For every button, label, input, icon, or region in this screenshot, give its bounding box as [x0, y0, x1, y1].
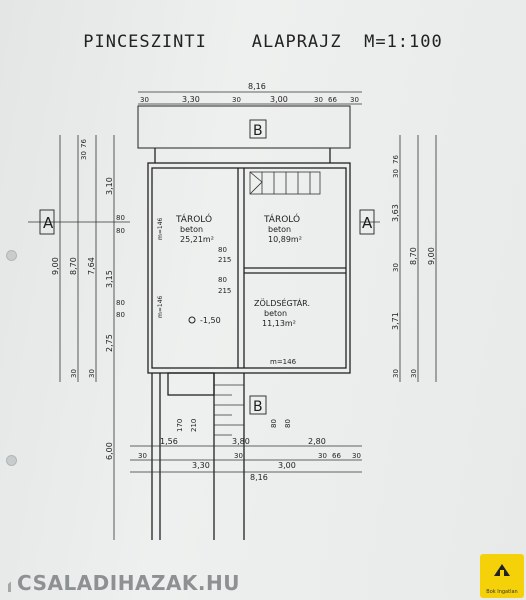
bottom-dim: 30: [352, 452, 361, 460]
opening-dim: 80: [284, 419, 292, 428]
bottom-total: 8,16: [250, 473, 268, 482]
right-dim: 30: [410, 369, 418, 378]
room-2-material: beton: [268, 225, 291, 234]
top-dim: 30: [314, 96, 323, 104]
drawing-title: PINCESZINTI ALAPRAJZ M=1:100: [83, 32, 443, 52]
top-dim: 66: [328, 96, 337, 104]
right-dim: 76: [392, 155, 400, 164]
section-b-bottom-box: [249, 395, 267, 415]
opening-dim: 210: [190, 419, 198, 432]
left-dim: 30: [88, 369, 96, 378]
bottom-dim: 30: [138, 452, 147, 460]
window-mark: m=146: [270, 358, 297, 366]
opening-dim: 215: [218, 256, 231, 264]
left-dim: 7,64: [87, 257, 96, 275]
top-dim: 3,00: [270, 95, 288, 104]
room-2-area: 10,89m²: [268, 235, 302, 244]
top-dim: 30: [232, 96, 241, 104]
left-dim: 76: [80, 139, 88, 148]
bottom-dim: 1,56: [160, 437, 178, 446]
watermark-brand: CSALADIHAZAK.HU: [17, 571, 240, 595]
room-1-name: TÁROLÓ: [175, 213, 212, 225]
section-a-right: A: [362, 214, 373, 232]
window-mark: m=146: [157, 217, 164, 240]
level-mark-icon: [188, 316, 196, 324]
opening-dim: 80: [116, 214, 125, 222]
section-b-bottom: B: [253, 399, 263, 415]
bottom-dim: 30: [318, 452, 327, 460]
top-dim: 30: [140, 96, 149, 104]
bottom-dim: 3,30: [192, 461, 210, 470]
section-b-top-box: [249, 119, 267, 139]
ladder-ticks: [214, 384, 244, 436]
left-dim: 2,75: [105, 334, 114, 352]
opening-dim: 170: [176, 419, 184, 432]
room-1-area: 25,21m²: [180, 235, 214, 244]
window-mark: m=146: [157, 295, 164, 318]
left-dim: 30: [70, 369, 78, 378]
section-a-right-box: [359, 209, 375, 235]
left-dim: 3,10: [105, 177, 114, 195]
walls: [137, 105, 351, 540]
section-a-left: A: [43, 214, 54, 232]
bottom-dim: 2,80: [308, 437, 326, 446]
right-dim: 30: [392, 263, 400, 272]
stair-symbol: [249, 171, 321, 195]
dimension-lines: [28, 91, 437, 540]
top-dim: 30: [350, 96, 359, 104]
room-2-name: TÁROLÓ: [263, 213, 300, 225]
right-dim: 30: [392, 169, 400, 178]
top-total: 8,16: [248, 82, 266, 91]
room-3-area: 11,13m²: [262, 319, 296, 328]
left-dim: 8,70: [69, 257, 78, 275]
section-a-left-box: [39, 209, 55, 235]
right-dim: 30: [392, 369, 400, 378]
opening-dim: 80: [116, 227, 125, 235]
opening-dim: 80: [270, 419, 278, 428]
opening-dim: 215: [218, 287, 231, 295]
bottom-dim: 66: [332, 452, 341, 460]
section-b-top: B: [253, 123, 263, 139]
opening-dim: 80: [116, 311, 125, 319]
watermark-bar: CSALADIHAZAK.HU: [0, 566, 240, 600]
left-dim: 6,00: [105, 442, 114, 460]
opening-dim: 80: [218, 276, 227, 284]
bottom-dim: 3,80: [232, 437, 250, 446]
agency-logo-icon: [494, 564, 510, 576]
right-dim: 8,70: [409, 247, 418, 265]
bottom-dim: 3,00: [278, 461, 296, 470]
agency-badge: Bok Ingatlan: [480, 554, 524, 598]
right-dim: 3,71: [391, 312, 400, 330]
left-dim: 3,15: [105, 270, 114, 288]
punch-hole: [6, 455, 17, 466]
opening-dim: 80: [116, 299, 125, 307]
agency-badge-label: Bok Ingatlan: [486, 589, 518, 595]
room-1-material: beton: [180, 225, 203, 234]
level-mark: -1,50: [200, 316, 221, 325]
room-3-material: beton: [264, 309, 287, 318]
bottom-dim: 30: [234, 452, 243, 460]
left-dim: 30: [80, 151, 88, 160]
top-dim: 3,30: [182, 95, 200, 104]
opening-dim: 80: [218, 246, 227, 254]
punch-hole: [6, 250, 17, 261]
right-dim: 3,63: [391, 204, 400, 222]
house-logo-icon: [8, 581, 12, 592]
right-dim: 9,00: [427, 247, 436, 265]
left-dim: 9,00: [51, 257, 60, 275]
room-3-name: ZÖLDSÉGTÁR.: [254, 297, 310, 308]
